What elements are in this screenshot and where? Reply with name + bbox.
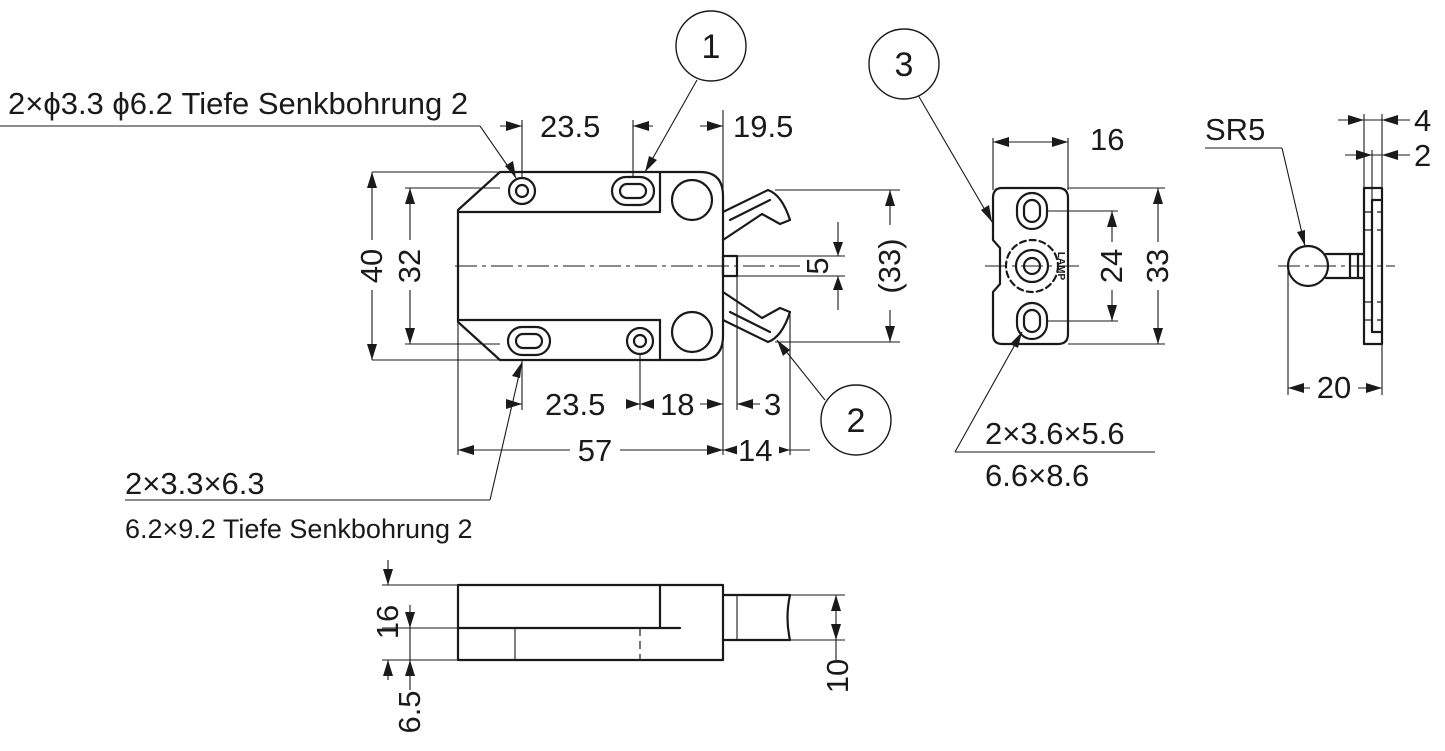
jaw-top-edge xyxy=(728,198,772,222)
mount-slot-top xyxy=(610,175,656,207)
dim-height-32: 32 xyxy=(392,249,427,283)
dim-length-57: 57 xyxy=(578,433,612,468)
callout-3-label: 3 xyxy=(895,46,914,84)
dim-bottom-6-5: 6.5 xyxy=(392,690,427,733)
note-strike-slot-line2: 6.6×8.6 xyxy=(985,458,1089,493)
note-bottom-slot-line1: 2×3.3×6.3 xyxy=(125,466,265,501)
strike-plate-view: LAMP 16 24 33 3 2×3.6×5. xyxy=(868,28,1176,493)
dim-side-2: 2 xyxy=(1414,138,1431,173)
note-strike-slot-line1: 2×3.6×5.6 xyxy=(985,416,1125,451)
strike-plate-outline xyxy=(991,186,1070,346)
dim-bottom-10: 10 xyxy=(820,659,855,693)
bottom-body xyxy=(456,583,725,662)
spring-hole-bottom xyxy=(670,310,714,354)
dim-strike-height-24: 24 xyxy=(1094,249,1129,283)
jaw-bottom-edge xyxy=(728,310,772,334)
dim-side-4: 4 xyxy=(1414,103,1431,138)
callout-2 xyxy=(820,384,892,456)
strike-slot-top xyxy=(1015,191,1049,231)
dim-top-23-5: 23.5 xyxy=(540,109,600,144)
callout-3 xyxy=(868,28,940,100)
dim-side-20: 20 xyxy=(1317,370,1351,405)
strike-side-view: 4 2 SR5 20 xyxy=(1205,103,1431,405)
latch-front-view: 40 32 5 (33) 23.5 19.5 23.5 xyxy=(0,10,912,544)
dim-pin-5: 5 xyxy=(800,257,835,274)
spring-hole-top xyxy=(670,178,714,222)
callout-2-label: 2 xyxy=(847,402,866,440)
dim-strike-width-16: 16 xyxy=(1090,122,1124,157)
jaw-top xyxy=(721,188,792,242)
dim-strike-height-33: 33 xyxy=(1140,249,1175,283)
dim-bottom-23-5: 23.5 xyxy=(545,387,605,422)
dim-bottom-3: 3 xyxy=(764,387,781,422)
latch-bottom-view: 16 6.5 10 xyxy=(370,560,855,734)
dim-length-14: 14 xyxy=(738,433,772,468)
dim-top-19-5: 19.5 xyxy=(733,109,793,144)
note-top-left-hole: 2×ϕ3.3 ϕ6.2 Tiefe Senkbohrung 2 xyxy=(8,86,468,121)
mount-hole-bottom-right xyxy=(625,326,655,356)
callout-1-label: 1 xyxy=(702,28,721,66)
callout-1 xyxy=(675,10,747,82)
dim-bottom-18: 18 xyxy=(660,387,694,422)
jaw-bottom xyxy=(721,290,792,344)
bottom-jaw xyxy=(721,593,792,642)
dim-height-33-ref: (33) xyxy=(872,238,907,293)
dim-bottom-16: 16 xyxy=(370,605,405,639)
dim-height-40: 40 xyxy=(354,249,389,283)
mount-slot-bottom xyxy=(506,325,552,357)
note-bottom-slot-line2: 6.2×9.2 Tiefe Senkbohrung 2 xyxy=(125,514,473,544)
mount-hole-top-left xyxy=(507,176,537,206)
note-sphere-radius: SR5 xyxy=(1205,112,1265,147)
